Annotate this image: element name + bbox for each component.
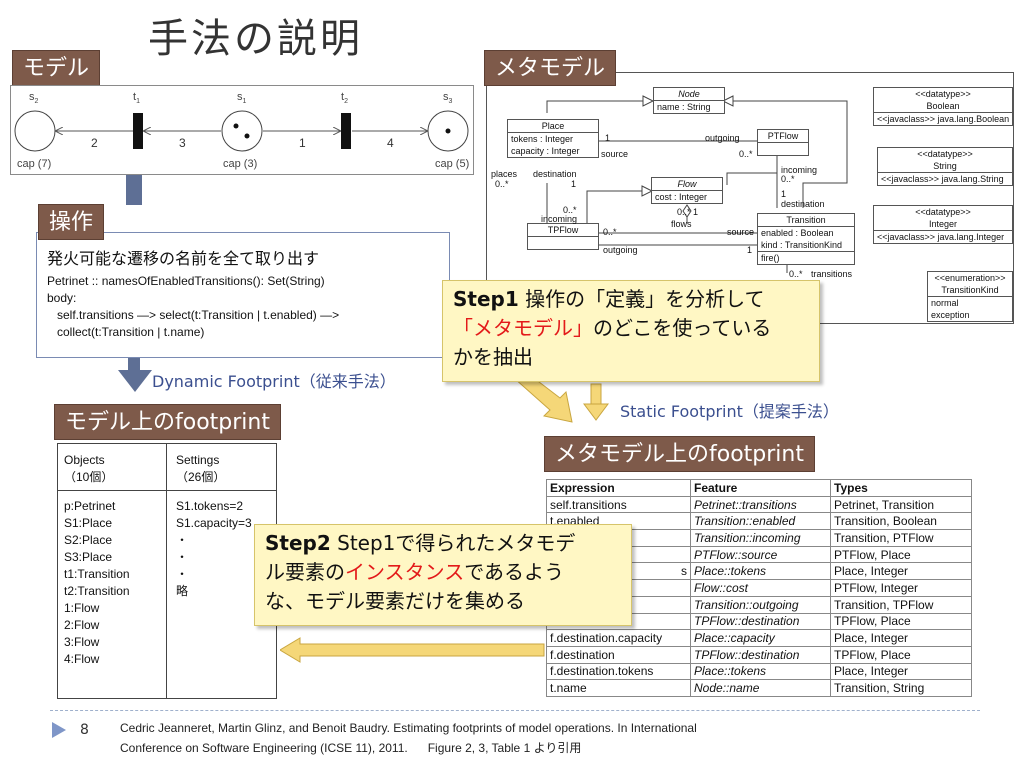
label-t1: t1 [133, 91, 140, 106]
operation-box: 発火可能な遷移の名前を全て取り出す Petrinet :: namesOfEna… [36, 232, 450, 358]
down-arrow-shaft [590, 383, 602, 407]
operation-heading: 発火可能な遷移の名前を全て取り出す [47, 249, 320, 268]
meta-footprint-tag: メタモデル上のfootprint [544, 436, 815, 472]
place-s2 [14, 110, 56, 152]
label-t2: t2 [341, 91, 348, 106]
uml-lines [546, 95, 848, 273]
label-s3: s3 [443, 91, 453, 106]
operation-line: Petrinet :: namesOfEnabledTransitions():… [47, 274, 325, 288]
citation: Cedric Jeanneret, Martin Glinz, and Beno… [120, 721, 697, 755]
down-arrow-head [583, 403, 609, 421]
bullet-triangle-icon [52, 722, 66, 738]
uml-datatype-integer: <<datatype>> Integer <<javaclass>> java.… [873, 205, 1013, 244]
step1-callout: Step1 操作の「定義」を分析して 「メタモデル」のどこを使っている かを抽出 [442, 280, 820, 382]
uml-class-place: Place tokens : Integer capacity : Intege… [507, 119, 599, 158]
model-to-op-connector [126, 175, 142, 205]
uml-class-flow: Flow cost : Integer [651, 177, 723, 204]
label-s1: s1 [237, 91, 247, 106]
model-footprint-tag: モデル上のfootprint [54, 404, 281, 440]
uml-datatype-string: <<datatype>> String <<javaclass>> java.l… [877, 147, 1013, 186]
uml-datatype-boolean: <<datatype>> Boolean <<javaclass>> java.… [873, 87, 1013, 126]
uml-class-node: Node name : String [653, 87, 725, 114]
metamodel-footprint-table: Expression Feature Types self.transition… [546, 479, 972, 697]
static-footprint-label: Static Footprint（提案手法） [620, 402, 839, 421]
weight-3: 3 [179, 136, 186, 150]
operation-line: self.transitions —> select(t:Transition … [47, 308, 340, 322]
place-s1 [221, 110, 263, 152]
cap-s1: cap (3) [223, 158, 258, 170]
header-feature: Feature [690, 479, 831, 497]
table-header-row: Expression Feature Types [546, 479, 972, 497]
dynamic-arrow-shaft [128, 358, 140, 372]
page-number: 8 [80, 722, 89, 738]
objects-header: Objects （10個） [64, 453, 114, 484]
metamodel-tag: メタモデル [484, 50, 617, 86]
operation-line: body: [47, 291, 77, 305]
label-s2: s2 [29, 91, 39, 106]
petri-net-svg [14, 110, 469, 152]
operation-line: collect(t:Transition | t.name) [47, 325, 205, 339]
objects-list: p:Petrinet S1:Place S2:Place S3:Place t1… [64, 499, 130, 666]
cap-s2: cap (7) [17, 158, 52, 170]
model-tag: モデル [12, 50, 101, 86]
settings-header: Settings （26個） [176, 453, 226, 484]
petri-net-diagram: s2 t1 s1 t2 s3 2 3 1 4 cap (7) cap (3) c… [10, 85, 474, 175]
weight-4: 4 [387, 136, 394, 150]
model-footprint-table: Objects （10個） Settings （26個） p:Petrinet … [57, 443, 277, 699]
weight-1: 1 [299, 136, 306, 150]
token [244, 133, 250, 139]
settings-list: S1.tokens=2 S1.capacity=3 ・ ・ ・ 略 [176, 499, 252, 598]
operation-tag: 操作 [38, 204, 105, 240]
cap-s3: cap (5) [435, 158, 470, 170]
token [445, 128, 451, 134]
uml-enum-transitionkind: <<enumeration>> TransitionKind normal ex… [927, 271, 1013, 322]
token [233, 123, 239, 129]
dynamic-arrow-head [118, 370, 152, 392]
header-expression: Expression [546, 479, 691, 497]
uml-class-ptflow: PTFlow [757, 129, 809, 156]
uml-class-transition: Transition enabled : Boolean kind : Tran… [757, 213, 855, 265]
transition-t1 [133, 113, 143, 149]
uml-class-tpflow: TPFlow [527, 223, 599, 250]
weight-2: 2 [91, 136, 98, 150]
left-arrow [280, 637, 545, 663]
step2-callout: Step2 Step1で得られたメタモデ ル要素のインスタンスであるよう な、モ… [254, 524, 632, 626]
dynamic-footprint-label: Dynamic Footprint（従来手法） [152, 372, 396, 391]
header-types: Types [830, 479, 972, 497]
slide-title: 手法の説明 [148, 16, 363, 62]
footer-divider [50, 710, 980, 711]
transition-t2 [341, 113, 351, 149]
